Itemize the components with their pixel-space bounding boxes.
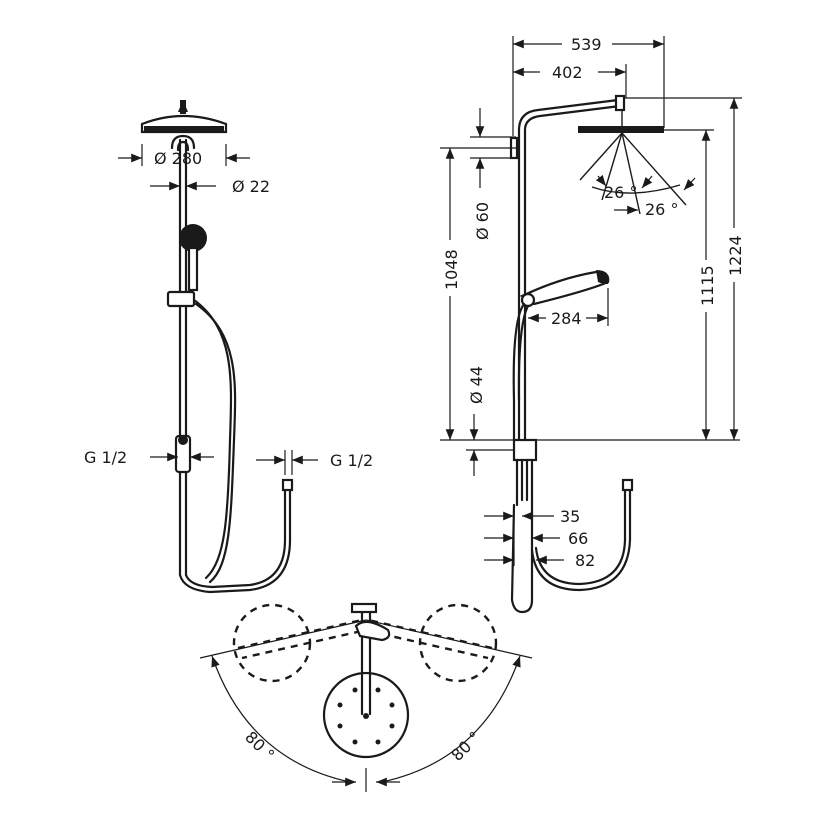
dim-35: 35	[560, 507, 580, 526]
side-hose	[530, 486, 632, 592]
dim-dia-60: Ø 60	[473, 202, 492, 240]
dim-dia-280: Ø 280	[154, 149, 202, 168]
dim-1115: 1115	[698, 265, 717, 306]
side-hand-shower	[519, 270, 610, 308]
angle-26-a: 26 °	[604, 183, 637, 202]
angle-80-left: 80 °	[241, 727, 278, 764]
dim-402: 402	[552, 63, 583, 82]
shower-arm	[517, 98, 620, 132]
hand-shower	[166, 224, 207, 308]
side-view: 26 ° 26 ° 539 402	[440, 35, 745, 614]
thread-g12-right: G 1/2	[330, 451, 373, 470]
overhead-shower-head	[140, 100, 228, 152]
side-overhead-plate	[578, 126, 664, 133]
dim-1048: 1048	[442, 249, 461, 290]
dim-539: 539	[571, 35, 602, 54]
angle-80-right: 80 °	[447, 728, 484, 765]
thread-g12-left: G 1/2	[84, 448, 127, 467]
dim-284: 284	[551, 309, 582, 328]
front-view: Ø 280 Ø 22 G 1/2 G 1/2	[84, 100, 373, 594]
side-thermostat	[512, 438, 538, 462]
disc-nozzle-dots	[337, 687, 395, 745]
dim-82: 82	[575, 551, 595, 570]
swing-left-circle	[232, 603, 312, 683]
swing-right-circle	[418, 603, 498, 683]
angle-26-b: 26 °	[645, 200, 678, 219]
dim-dia-22: Ø 22	[232, 177, 270, 196]
dim-1224: 1224	[726, 235, 745, 276]
shower-hose	[192, 298, 233, 580]
dim-dia-44: Ø 44	[467, 366, 486, 404]
top-view: 80 ° 80 °	[199, 602, 533, 792]
dim-66: 66	[568, 529, 588, 548]
